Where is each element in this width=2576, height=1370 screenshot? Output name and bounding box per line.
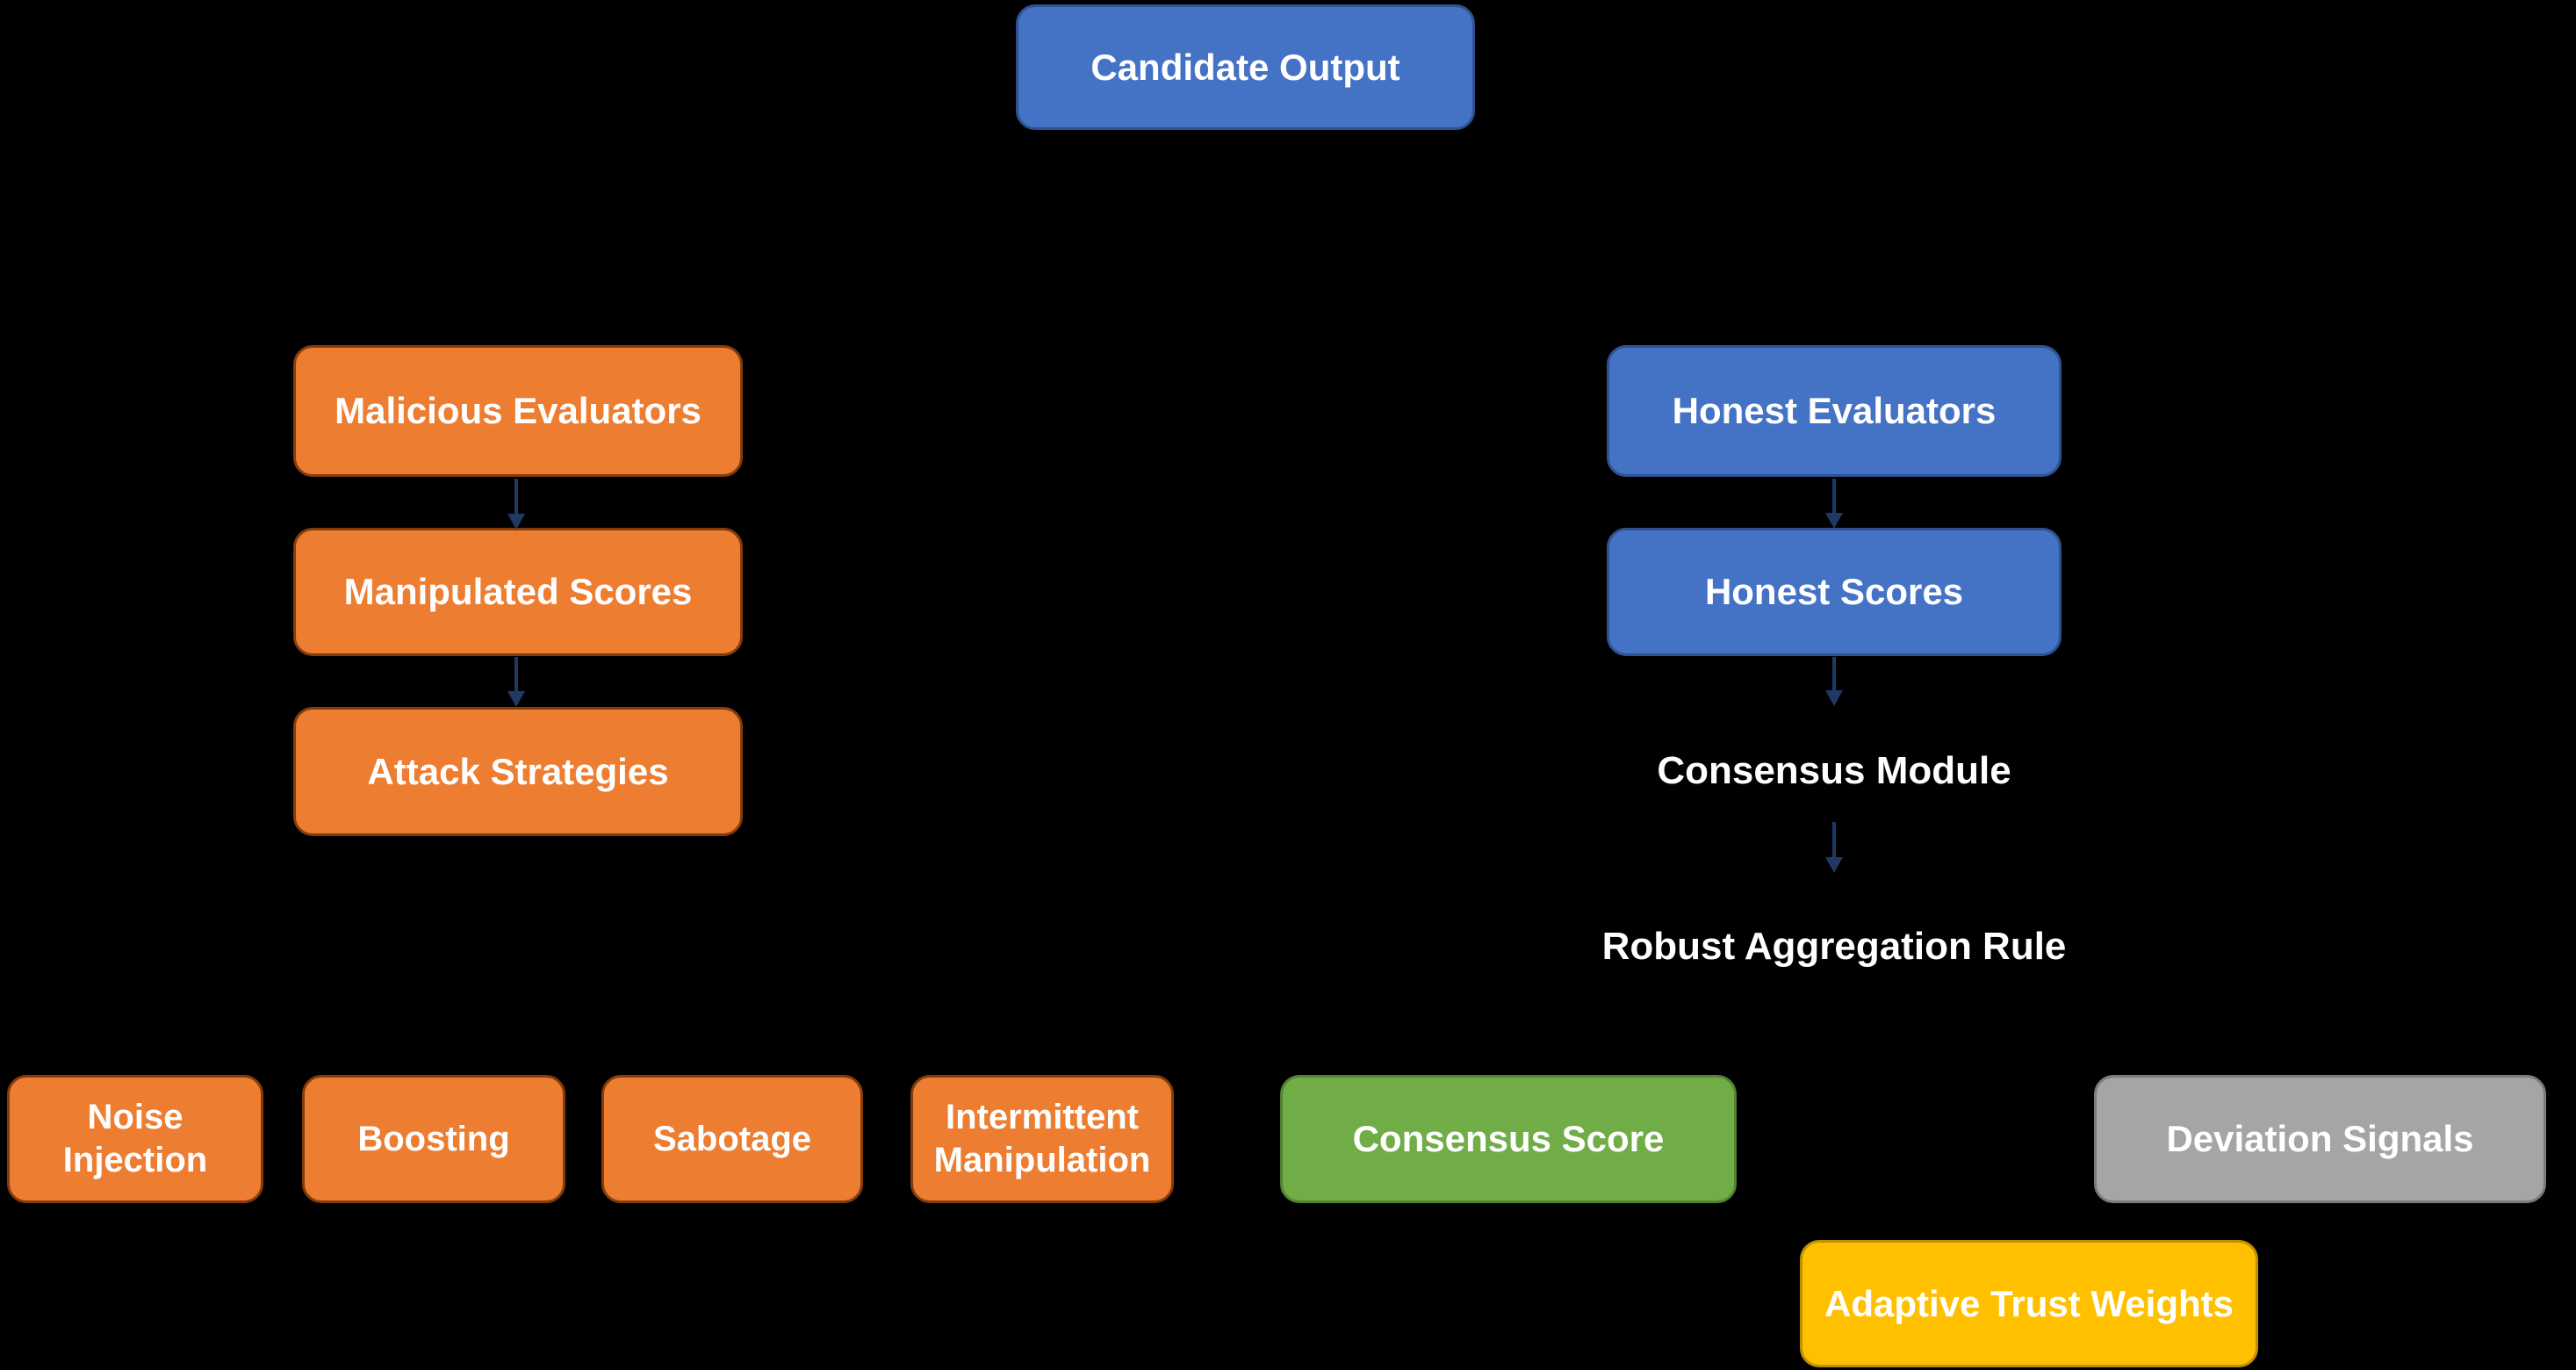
node-label: Adaptive Trust Weights: [1824, 1282, 2234, 1324]
node-honest-scores: Honest Scores: [1607, 528, 2062, 656]
node-boosting: Boosting: [302, 1075, 565, 1203]
node-label: Attack Strategies: [367, 750, 669, 792]
node-label: Robust Aggregation Rule: [1601, 925, 2067, 968]
node-label: Honest Scores: [1704, 571, 1964, 613]
node-sabotage: Sabotage: [601, 1075, 863, 1203]
node-label: Malicious Evaluators: [335, 390, 702, 432]
node-label: Boosting: [357, 1119, 510, 1158]
node-deviation-signals: Deviation Signals: [2094, 1075, 2546, 1203]
node-intermittent-manipulation: Intermittent Manipulation: [910, 1075, 1174, 1203]
node-label: Honest Evaluators: [1672, 390, 1997, 432]
label-line: Manipulation: [933, 1141, 1151, 1179]
node-label: Candidate Output: [1090, 46, 1400, 88]
arrow-manipulated-to-attack: [507, 657, 525, 707]
node-candidate-output: Candidate Output: [1016, 4, 1475, 130]
label-line: Noise: [87, 1098, 183, 1137]
label-line: Injection: [62, 1141, 208, 1179]
arrow-consensus-module-to-robust-rule: [1825, 822, 1843, 873]
node-label: Deviation Signals: [2166, 1118, 2474, 1160]
label-robust-aggregation-rule: Robust Aggregation Rule: [1571, 906, 2097, 987]
node-label: Noise Injection: [63, 1096, 207, 1182]
node-manipulated-scores: Manipulated Scores: [293, 528, 743, 656]
node-label: Consensus Module: [1657, 749, 2011, 792]
arrow-malicious-to-manipulated: [507, 479, 525, 530]
node-honest-evaluators: Honest Evaluators: [1607, 345, 2062, 477]
arrow-honest-evaluators-to-honest-scores: [1825, 479, 1843, 529]
node-consensus-score: Consensus Score: [1280, 1075, 1737, 1203]
node-noise-injection: Noise Injection: [7, 1075, 263, 1203]
arrow-honest-scores-to-consensus-module: [1825, 657, 1843, 706]
label-consensus-module: Consensus Module: [1615, 731, 2054, 811]
node-label: Sabotage: [652, 1119, 812, 1158]
node-malicious-evaluators: Malicious Evaluators: [293, 345, 743, 477]
node-attack-strategies: Attack Strategies: [293, 707, 743, 836]
node-label: Manipulated Scores: [343, 571, 693, 613]
label-line: Intermittent: [945, 1098, 1139, 1137]
node-label: Intermittent Manipulation: [934, 1096, 1151, 1182]
node-label: Consensus Score: [1352, 1118, 1665, 1160]
node-adaptive-trust-weights: Adaptive Trust Weights: [1800, 1240, 2258, 1367]
